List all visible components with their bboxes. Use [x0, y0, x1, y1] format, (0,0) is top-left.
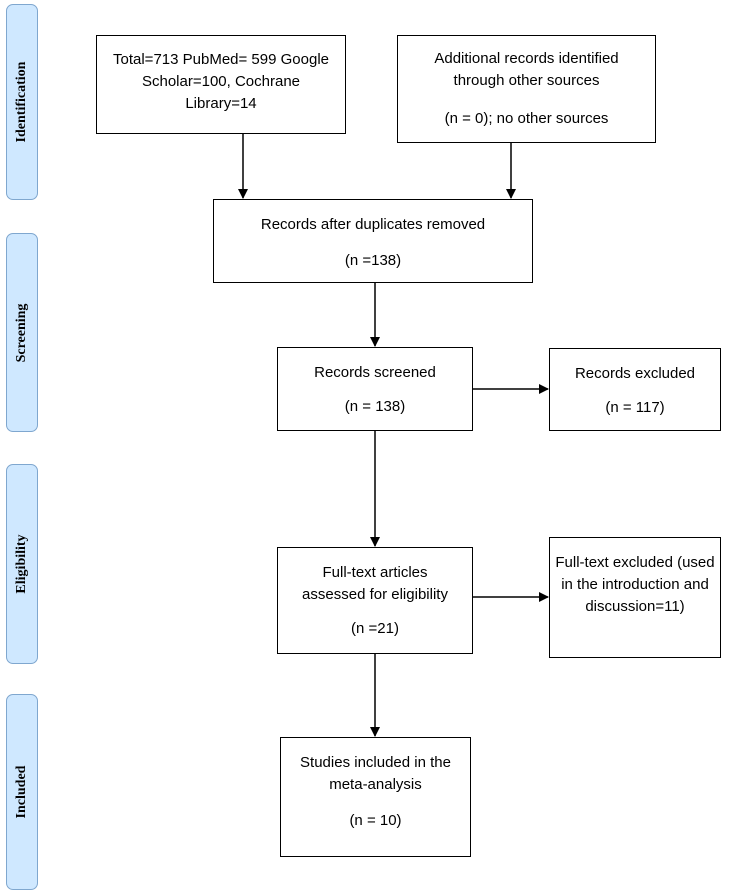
fulltext-assessed-text: Full-text articles assessed for eligibil…: [302, 564, 448, 603]
after-duplicates-text: Records after duplicates removed: [260, 216, 486, 233]
box-after-duplicates: Records after duplicates removed (n =138…: [213, 199, 533, 283]
fulltext-assessed-count: (n =21): [351, 620, 399, 637]
phase-eligibility: Eligibility: [6, 464, 38, 664]
box-fulltext-excluded: Full-text excluded (used in the introduc…: [549, 537, 721, 658]
phase-screening: Screening: [6, 233, 38, 432]
other-sources-count: (n = 0); no other sources: [444, 110, 609, 127]
box-records-screened: Records screened (n = 138): [277, 347, 473, 431]
records-excluded-count: (n = 117): [605, 399, 665, 416]
phase-included: Included: [6, 694, 38, 890]
records-screened-text: Records screened: [314, 364, 436, 381]
records-screened-count: (n = 138): [344, 398, 406, 415]
records-excluded-text: Records excluded: [574, 365, 696, 382]
after-duplicates-count: (n =138): [344, 252, 402, 269]
studies-included-text: Studies included in the meta-analysis: [300, 754, 451, 793]
box-database-search: Total=713 PubMed= 599 Google Scholar=100…: [96, 35, 346, 134]
studies-included-count: (n = 10): [349, 812, 402, 829]
other-sources-text: Additional records identified through ot…: [434, 50, 619, 89]
box-other-sources: Additional records identified through ot…: [397, 35, 656, 143]
phase-identification: Identification: [6, 4, 38, 200]
database-search-text: Total=713 PubMed= 599 Google Scholar=100…: [113, 51, 329, 112]
box-studies-included: Studies included in the meta-analysis (n…: [280, 737, 471, 857]
box-records-excluded: Records excluded (n = 117): [549, 348, 721, 431]
box-fulltext-assessed: Full-text articles assessed for eligibil…: [277, 547, 473, 654]
fulltext-excluded-text: Full-text excluded (used in the introduc…: [555, 554, 715, 615]
